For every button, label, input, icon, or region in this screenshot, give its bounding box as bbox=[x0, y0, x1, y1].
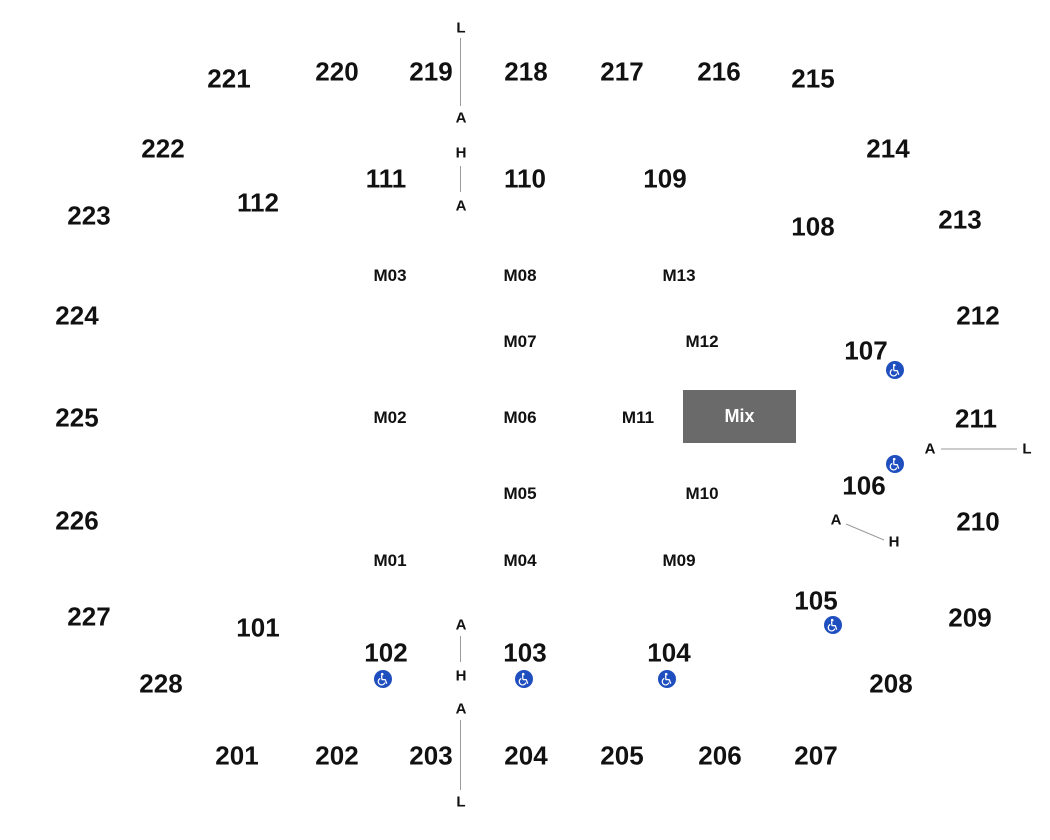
floor-section-m04[interactable]: M04 bbox=[503, 551, 537, 570]
aisle-letter: H bbox=[455, 667, 467, 685]
aisle-letter: A bbox=[830, 511, 842, 529]
mix-label: Mix bbox=[724, 406, 755, 426]
aisle-line-bottom-upper bbox=[460, 720, 461, 790]
section-221[interactable]: 221 bbox=[207, 63, 251, 94]
floor-section-m01[interactable]: M01 bbox=[373, 551, 407, 570]
section-218[interactable]: 218 bbox=[504, 56, 548, 87]
aisle-line-right-diagonal bbox=[845, 523, 885, 541]
aisle-line-bottom-lower bbox=[460, 636, 461, 662]
aisle-letter: A bbox=[455, 197, 467, 215]
section-208[interactable]: 208 bbox=[869, 668, 913, 699]
floor-section-m02[interactable]: M02 bbox=[373, 408, 407, 427]
aisle-letter: L bbox=[1022, 440, 1032, 458]
floor-section-m03[interactable]: M03 bbox=[373, 266, 407, 285]
section-201[interactable]: 201 bbox=[215, 740, 259, 771]
wheelchair-icon bbox=[374, 670, 392, 688]
wheelchair-icon bbox=[886, 361, 904, 379]
floor-section-m05[interactable]: M05 bbox=[503, 484, 537, 503]
aisle-letter: L bbox=[456, 793, 466, 811]
mix-position[interactable]: Mix bbox=[683, 390, 796, 443]
floor-section-m09[interactable]: M09 bbox=[662, 551, 696, 570]
section-216[interactable]: 216 bbox=[697, 56, 741, 87]
section-102[interactable]: 102 bbox=[364, 637, 408, 668]
section-110[interactable]: 110 bbox=[504, 163, 546, 194]
section-203[interactable]: 203 bbox=[409, 740, 453, 771]
aisle-letter: A bbox=[455, 700, 467, 718]
section-215[interactable]: 215 bbox=[791, 63, 835, 94]
wheelchair-icon bbox=[886, 455, 904, 473]
floor-section-m07[interactable]: M07 bbox=[503, 332, 537, 351]
section-212[interactable]: 212 bbox=[956, 300, 1000, 331]
aisle-letter: A bbox=[455, 616, 467, 634]
section-104[interactable]: 104 bbox=[647, 637, 691, 668]
aisle-letter: L bbox=[456, 19, 466, 37]
section-105[interactable]: 105 bbox=[794, 585, 838, 616]
floor-section-m06[interactable]: M06 bbox=[503, 408, 537, 427]
aisle-line-top-upper bbox=[460, 38, 461, 106]
section-209[interactable]: 209 bbox=[948, 602, 992, 633]
section-207[interactable]: 207 bbox=[794, 740, 838, 771]
floor-section-m12[interactable]: M12 bbox=[685, 332, 719, 351]
wheelchair-icon bbox=[824, 616, 842, 634]
section-214[interactable]: 214 bbox=[866, 133, 910, 164]
section-111[interactable]: 111 bbox=[365, 163, 407, 194]
section-107[interactable]: 107 bbox=[844, 335, 888, 366]
section-206[interactable]: 206 bbox=[698, 740, 742, 771]
section-222[interactable]: 222 bbox=[141, 133, 185, 164]
section-112[interactable]: 112 bbox=[237, 187, 279, 218]
floor-section-m10[interactable]: M10 bbox=[685, 484, 719, 503]
section-213[interactable]: 213 bbox=[938, 204, 982, 235]
section-204[interactable]: 204 bbox=[504, 740, 548, 771]
wheelchair-icon bbox=[658, 670, 676, 688]
section-226[interactable]: 226 bbox=[55, 505, 99, 536]
section-228[interactable]: 228 bbox=[139, 668, 183, 699]
floor-section-m13[interactable]: M13 bbox=[662, 266, 696, 285]
section-225[interactable]: 225 bbox=[55, 402, 99, 433]
section-109[interactable]: 109 bbox=[643, 163, 687, 194]
section-223[interactable]: 223 bbox=[67, 200, 111, 231]
section-224[interactable]: 224 bbox=[55, 300, 99, 331]
section-219[interactable]: 219 bbox=[409, 56, 453, 87]
section-227[interactable]: 227 bbox=[67, 601, 111, 632]
section-220[interactable]: 220 bbox=[315, 56, 359, 87]
floor-section-m11[interactable]: M11 bbox=[621, 408, 655, 427]
section-205[interactable]: 205 bbox=[600, 740, 644, 771]
floor-section-m08[interactable]: M08 bbox=[503, 266, 537, 285]
aisle-letter: A bbox=[924, 440, 936, 458]
aisle-line-top-lower bbox=[460, 166, 461, 192]
wheelchair-icon bbox=[515, 670, 533, 688]
aisle-letter: A bbox=[455, 109, 467, 127]
section-210[interactable]: 210 bbox=[956, 506, 1000, 537]
section-211[interactable]: 211 bbox=[955, 403, 997, 434]
section-106[interactable]: 106 bbox=[842, 470, 886, 501]
aisle-letter: H bbox=[455, 144, 467, 162]
section-217[interactable]: 217 bbox=[600, 56, 644, 87]
aisle-letter: H bbox=[888, 533, 900, 551]
section-101[interactable]: 101 bbox=[236, 612, 280, 643]
section-108[interactable]: 108 bbox=[791, 211, 835, 242]
section-103[interactable]: 103 bbox=[503, 637, 547, 668]
section-202[interactable]: 202 bbox=[315, 740, 359, 771]
